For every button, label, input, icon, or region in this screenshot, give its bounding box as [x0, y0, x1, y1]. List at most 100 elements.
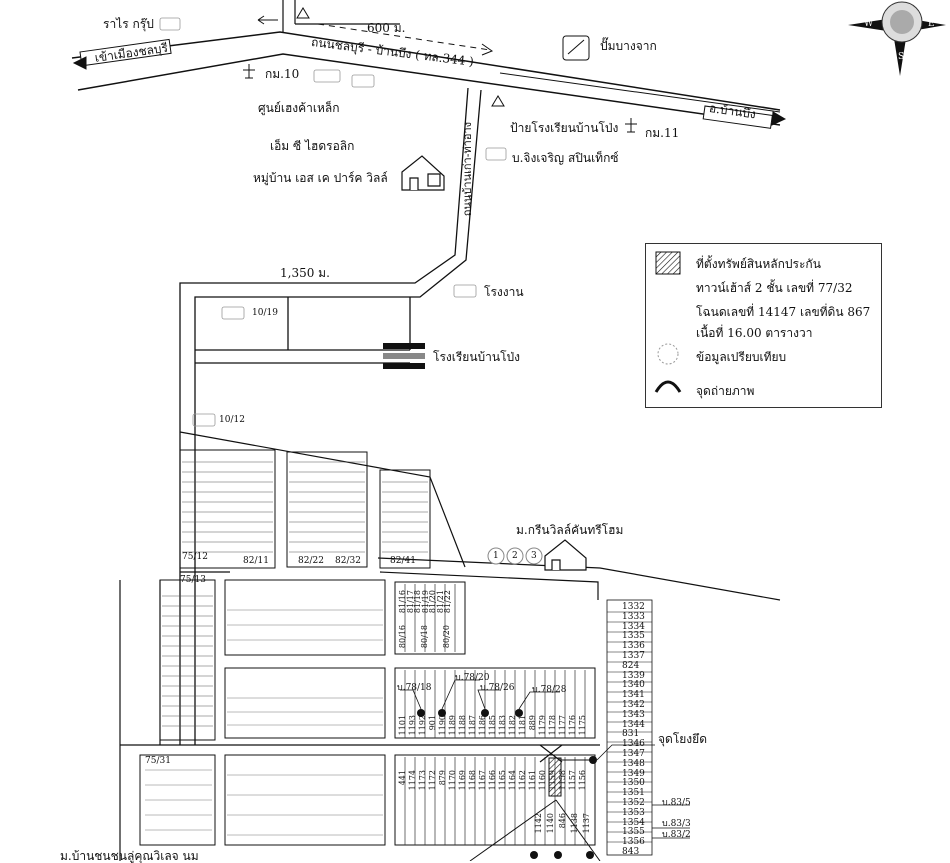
legend-line-1: ที่ตั้งทรัพย์สินหลักประกัน [696, 257, 821, 271]
label-pump: ปั๊มบางจาก [600, 39, 657, 53]
label-km11: กม.11 [645, 126, 680, 140]
label-lot-82-41: 82/41 [390, 556, 416, 566]
lot-number: 1185 [488, 715, 497, 736]
lot-number: 80/20 [442, 625, 451, 649]
right-column [606, 599, 653, 856]
lot-number: 1158 [558, 770, 567, 791]
lot-number: 1182 [508, 715, 517, 736]
label-village-sk: หมู่บ้าน เอส เค ปาร์ค วิลล์ [253, 171, 388, 185]
right-lot-number: 1344 [622, 719, 645, 730]
right-lot-number: 831 [622, 729, 640, 740]
label-lot-78-18: บ.78/18 [397, 683, 432, 693]
arrow-left-rarai [257, 15, 278, 25]
label-lot-10-12: 10/12 [219, 415, 245, 425]
label-lot-78-28: บ.78/28 [532, 685, 567, 695]
lot-number: 1162 [518, 770, 527, 791]
circled-numbers [487, 547, 543, 565]
right-lot-number: 1334 [622, 621, 645, 632]
label-circle-1: 1 [493, 551, 499, 561]
right-lot-number: 1336 [622, 641, 645, 652]
block-left-strip [139, 579, 596, 846]
right-lot-number: 1339 [622, 670, 645, 681]
label-circle-3: 3 [531, 551, 537, 561]
lot-number: 889 [528, 715, 537, 731]
highway-chonburi-banbueng [71, 31, 781, 126]
pump-icon [562, 35, 590, 61]
right-lot-number: 1333 [622, 611, 645, 622]
right-lot-number: 1332 [622, 602, 645, 612]
right-lot-number: 1352 [622, 798, 645, 808]
label-lot-83-5: บ.83/5 [662, 798, 691, 808]
label-km10: กม.10 [265, 67, 300, 81]
right-lot-number: 1348 [622, 758, 645, 769]
lot-number: 441 [398, 770, 407, 786]
right-lot-number: 1351 [622, 788, 645, 799]
right-lot-number: 1343 [622, 709, 645, 720]
lot-number: 1164 [508, 770, 517, 791]
right-lot-number: 1356 [622, 837, 645, 848]
label-dist-1350: 1,350 ม. [280, 266, 330, 280]
lot-number: 1140 [546, 813, 555, 834]
label-circle-2: 2 [512, 551, 518, 561]
label-lot-10-19: 10/19 [252, 308, 278, 318]
lot-number: 1167 [478, 770, 487, 791]
compass-s: S [898, 52, 905, 62]
lot-number: 901 [428, 715, 437, 731]
label-dist-600: 600 ม. [367, 21, 406, 35]
label-lot-83-2: บ.83/2 [662, 830, 691, 840]
lot-number: 846 [558, 813, 567, 829]
label-factory: โรงงาน [484, 285, 524, 299]
legend-line-5: ข้อมูลเปรียบเทียบ [696, 350, 787, 364]
legend-line-2: ทาวน์เฮ้าส์ 2 ชั้น เลขที่ 77/32 [696, 281, 853, 295]
label-lot-78-26: บ.78/26 [480, 683, 515, 693]
lot-dividers [404, 584, 586, 845]
right-lot-number: 1354 [622, 817, 645, 828]
lot-number: 80/18 [420, 625, 429, 649]
lot-number: 1186 [478, 715, 487, 736]
lot-number: 1172 [428, 770, 437, 791]
lot-number: 1168 [468, 770, 477, 791]
compass-icon [848, 1, 946, 76]
triangle-icons [296, 7, 505, 107]
dimension-600 [317, 23, 494, 56]
legend-box: ที่ตั้งทรัพย์สินหลักประกัน ทาวน์เฮ้าส์ 2… [645, 243, 882, 408]
label-village-bottom: ม.บ้านชนชนลู่คุณวิเลจ นม [60, 849, 199, 863]
comparison-dots [417, 709, 597, 859]
block-upper-left [179, 449, 431, 569]
lot-number: 1189 [448, 715, 457, 736]
right-lot-number: 843 [622, 847, 640, 857]
lot-number: 1178 [548, 715, 557, 736]
callout-leaders [400, 679, 690, 839]
lot-number: 1175 [578, 715, 587, 736]
legend-symbols [654, 251, 682, 393]
label-school: โรงเรียนบ้านโป่ง [433, 350, 521, 364]
lot-number: 1170 [448, 770, 457, 791]
secondary-road [179, 87, 482, 745]
right-lot-number: 1355 [622, 827, 645, 838]
legend-line-3: โฉนดเลขที่ 14147 เลขที่ดิน 867 [696, 305, 871, 319]
label-lot-78-20: บ.78/20 [455, 673, 490, 683]
label-rarai: ราไร กรุ๊ป [103, 17, 154, 31]
lot-number: 1177 [558, 715, 567, 736]
lot-number: 1165 [498, 770, 507, 791]
label-mall: ศูนย์เฮงค้าเหล็ก [258, 101, 340, 115]
subject-property [539, 744, 563, 797]
label-mg: เอ็ม ซี ไฮดรอลิก [270, 139, 355, 153]
house-icon-sk [401, 155, 445, 191]
label-lot-82-32: 82/32 [335, 556, 361, 566]
label-bus-stop: ป้ายโรงเรียนบ้านโป่ง [510, 121, 619, 135]
lot-number: 1176 [568, 715, 577, 736]
right-lot-number: 1347 [622, 749, 645, 759]
right-lot-number: 1346 [622, 739, 645, 750]
lot-number: 1159 [548, 770, 557, 791]
lot-number: 80/16 [398, 625, 407, 649]
lot-number: 1173 [418, 770, 427, 791]
block-lines [182, 461, 428, 553]
label-soi-road: ถนนบ้านเก่า-ท่าอาง [461, 122, 474, 217]
house-icon-green [544, 539, 587, 571]
lot-number: 1187 [468, 715, 477, 736]
right-lot-number: 1342 [622, 700, 645, 710]
lot-number: 1160 [538, 770, 547, 791]
compass-w: W [864, 19, 874, 29]
lot-number: 81/22 [443, 590, 452, 614]
